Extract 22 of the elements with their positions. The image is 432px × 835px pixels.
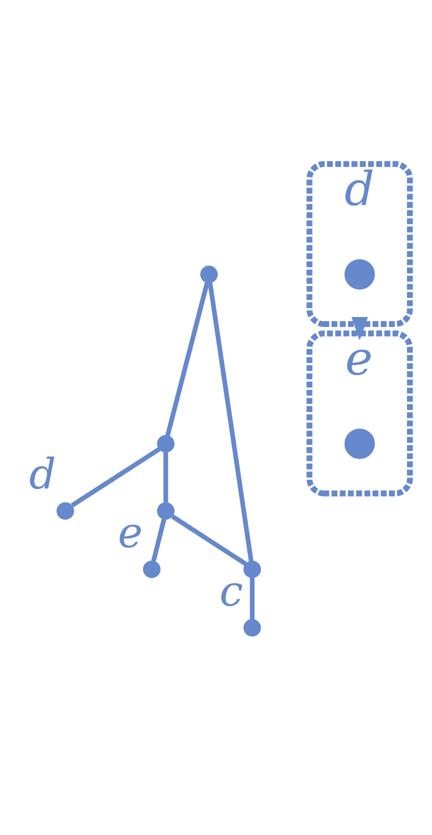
node-circle (344, 428, 375, 459)
node-circle (243, 619, 261, 637)
connector (165, 282, 210, 436)
node-label: e (118, 508, 143, 557)
cluster: d (306, 161, 413, 327)
node-circle (157, 502, 175, 520)
node-circle (142, 560, 161, 578)
connector (208, 282, 254, 562)
cluster: e (306, 330, 413, 496)
node-label: c (220, 566, 244, 616)
connector (163, 452, 168, 502)
node-circle (200, 266, 218, 284)
node-label: d (29, 450, 56, 499)
connector (250, 578, 255, 620)
connector (70, 447, 160, 508)
node-circle (157, 435, 175, 453)
connector (171, 514, 247, 566)
node-circle (56, 502, 74, 520)
arrow (351, 317, 368, 340)
connector (151, 518, 166, 562)
node-circle (243, 560, 261, 578)
node-circle (344, 259, 375, 290)
